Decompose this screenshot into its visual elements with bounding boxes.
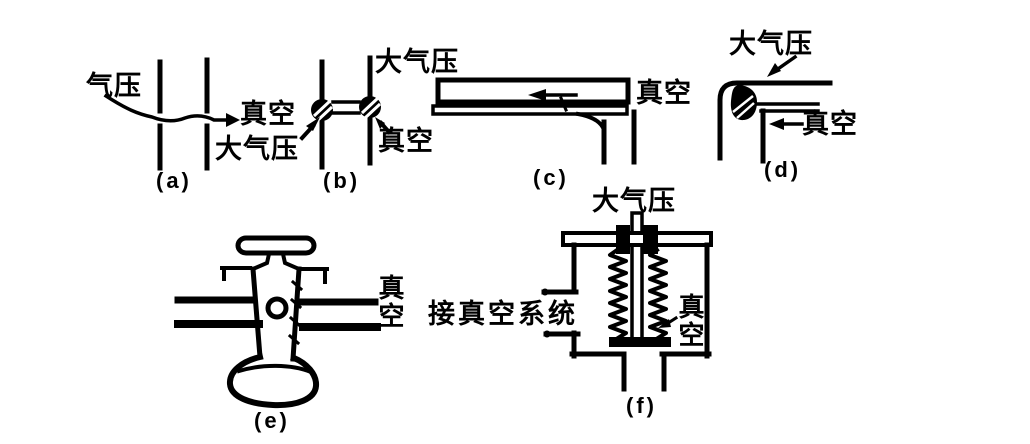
label-atmosphere-f: 大气压	[592, 186, 676, 216]
bellows-end-plate	[609, 337, 671, 347]
panel-c-drawing	[431, 77, 637, 165]
top-flange	[561, 231, 713, 247]
leak-path-arrow	[103, 93, 228, 123]
port-stubs	[541, 289, 581, 337]
bellows-right	[648, 247, 668, 341]
barrel-rims	[220, 266, 329, 284]
port-stub-dot-bottom	[543, 330, 551, 338]
tube-fillet	[575, 111, 607, 133]
label-vacuum-c: 真空	[636, 78, 692, 108]
label-atmosphere-d: 大气压	[729, 29, 813, 59]
label-vacuum-b: 真空	[378, 126, 434, 156]
lower-flange	[754, 102, 820, 113]
top-flange	[717, 80, 833, 161]
vacuum-leader-arrowhead	[658, 319, 671, 328]
panel-e-drawing	[174, 235, 381, 409]
atm-arrowhead	[767, 63, 781, 77]
plug-body	[250, 266, 302, 362]
label-pressure-a: 气压	[86, 71, 142, 101]
arrowhead-right	[226, 113, 240, 127]
label-vacuum-d: 真空	[802, 109, 858, 139]
label-atmosphere-b: 大气压	[375, 47, 459, 77]
bulb-inner-line	[236, 363, 314, 375]
caption-f: (f)	[626, 393, 657, 418]
plug-hatch	[287, 279, 304, 346]
o-ring-left-hatch	[312, 99, 334, 123]
label-atmosphere-a: 大气压	[215, 134, 299, 164]
t-handle	[235, 235, 317, 256]
caption-c: (c)	[533, 165, 569, 190]
top-plate	[435, 77, 631, 105]
panel-f-drawing	[541, 211, 713, 392]
caption-a: (a)	[156, 168, 192, 193]
panel-a-drawing	[103, 57, 240, 171]
vacuum-arrowhead	[769, 118, 784, 130]
panel-b-drawing	[299, 55, 392, 170]
atm-leader-arrowhead	[306, 117, 320, 131]
label-vacuum-f: 真空	[675, 293, 705, 349]
port-stub-dot-top	[541, 288, 549, 296]
caption-b: (b)	[323, 168, 361, 193]
contact-tick	[559, 96, 568, 112]
rod-gland-left	[616, 225, 630, 254]
panel-d-drawing	[717, 54, 833, 164]
label-to-vacuum-system-f: 接真空系统	[428, 299, 578, 329]
gasket-hatch	[732, 95, 755, 119]
seam-arrowhead	[528, 89, 546, 101]
caption-d: (d)	[764, 157, 802, 182]
bore-hole	[265, 296, 289, 320]
o-ring-right-hatch	[360, 96, 382, 120]
bottom-bulb	[227, 353, 320, 409]
bellows-left	[608, 247, 628, 341]
bottom-plate	[431, 104, 629, 116]
down-tube	[601, 109, 637, 165]
label-vacuum-e: 真空	[375, 274, 405, 330]
bottom-tube	[621, 351, 667, 392]
caption-e: (e)	[254, 408, 290, 433]
label-vacuum-a: 真空	[240, 99, 296, 129]
handle-stem	[250, 251, 302, 272]
vacuum-leader-arrowhead	[375, 117, 385, 129]
rod-gland-right	[643, 225, 658, 254]
connector-lines	[331, 100, 361, 115]
